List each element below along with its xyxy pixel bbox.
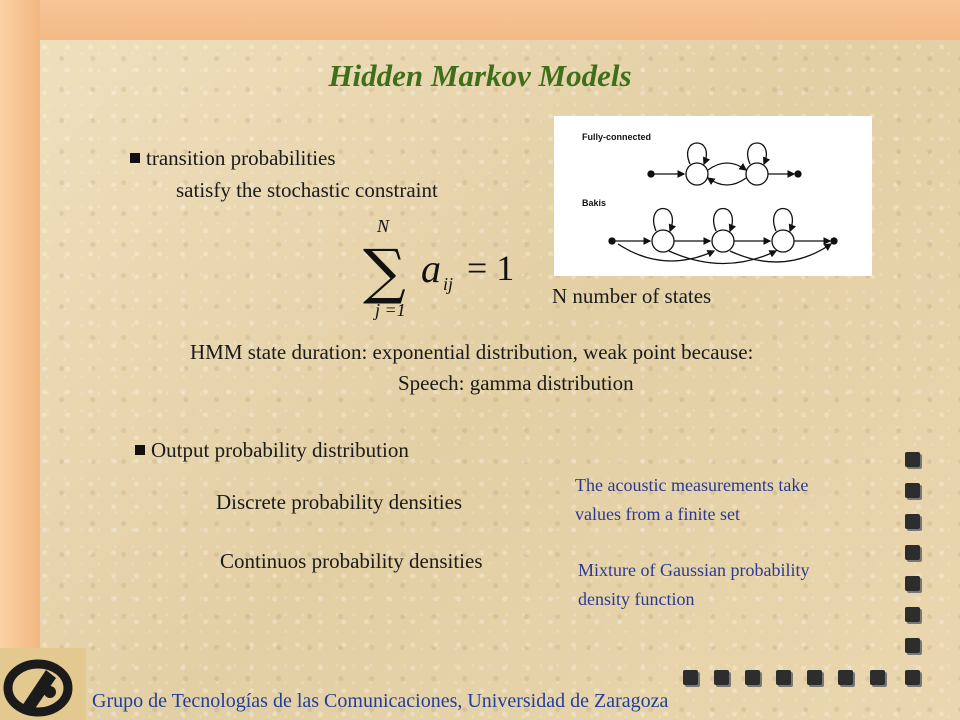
decorative-square (714, 670, 729, 685)
stochastic-constraint-text: satisfy the stochastic constraint (176, 178, 438, 202)
top-border-strip (0, 0, 960, 40)
discrete-note-line2: values from a finite set (575, 504, 740, 524)
decorative-square (807, 670, 822, 685)
hmm-topology-diagram: Fully-connected Bakis (554, 116, 872, 276)
bullet-square-icon (130, 153, 140, 163)
decorative-square (905, 483, 920, 498)
formula-variable: a (421, 246, 441, 291)
formula-rhs: = 1 (467, 248, 514, 288)
bakis-graph (608, 208, 838, 265)
discrete-note-line1: The acoustic measurements take (575, 475, 809, 495)
decorative-square (838, 670, 853, 685)
decorative-square (905, 638, 920, 653)
decorative-square (776, 670, 791, 685)
formula-lower-limit: j =1 (373, 300, 406, 320)
left-border-strip (0, 0, 40, 720)
decorative-square (905, 545, 920, 560)
decorative-square (683, 670, 698, 685)
decorative-square (905, 670, 920, 685)
fully-connected-label: Fully-connected (582, 132, 651, 142)
bakis-label: Bakis (582, 198, 606, 208)
fully-connected-graph (647, 142, 802, 186)
bullet-output-probability: Output probability distribution (135, 438, 409, 463)
decorative-square (870, 670, 885, 685)
decorative-square (905, 514, 920, 529)
n-number-of-states: N number of states (552, 284, 712, 308)
continuous-note-line1: Mixture of Gaussian probability (578, 560, 810, 580)
university-logo-icon (0, 648, 86, 720)
bullet-square-icon (135, 445, 145, 455)
continuous-note-line2: density function (578, 589, 695, 609)
decorative-square (905, 576, 920, 591)
footer-affiliation: Grupo de Tecnologías de las Comunicacion… (92, 690, 669, 712)
bullet-text: transition probabilities (146, 146, 336, 170)
continuous-densities-text: Continuos probability densities (220, 549, 483, 573)
discrete-densities-text: Discrete probability densities (216, 490, 463, 514)
bullet-transition-probabilities: transition probabilities (130, 146, 336, 171)
state-duration-text: HMM state duration: exponential distribu… (190, 340, 754, 364)
gamma-distribution-text: Speech: gamma distribution (398, 371, 634, 395)
decorative-square (905, 452, 920, 467)
bullet-text: Output probability distribution (151, 438, 409, 462)
stochastic-constraint-formula: N ∑ a ij = 1 j =1 (363, 216, 514, 320)
slide-title: Hidden Markov Models (328, 58, 632, 93)
formula-sigma: ∑ (363, 237, 406, 307)
decorative-square (905, 607, 920, 622)
decorative-square (745, 670, 760, 685)
formula-subscript: ij (443, 274, 453, 294)
formula-upper-limit: N (376, 216, 390, 236)
